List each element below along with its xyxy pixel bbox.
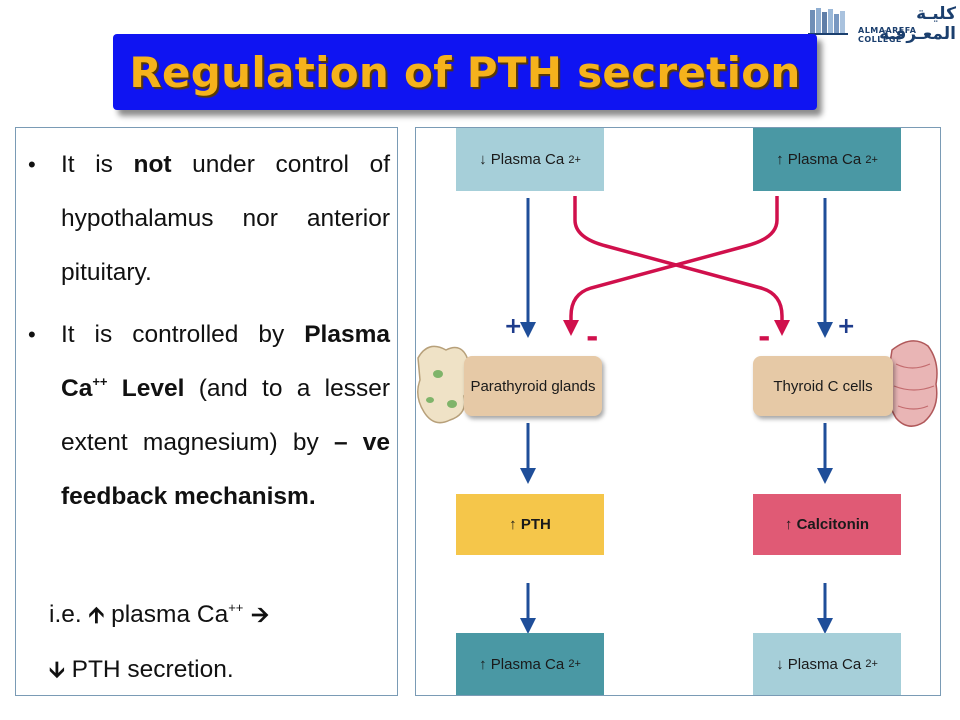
logo-english-text: ALMAAREFA COLLEGE xyxy=(858,26,917,44)
left-stimulus-plus: + xyxy=(504,314,523,339)
bullet-text: It is not under control of hypothalamus … xyxy=(61,151,390,286)
parathyroid-glands-box: Parathyroid glands xyxy=(464,356,602,416)
right-flow-arrows xyxy=(817,198,833,634)
right-inhibition-minus: - xyxy=(758,320,771,355)
bullet-text: It is controlled by Plasma Ca++ Level (a… xyxy=(61,321,390,510)
down-arrow-icon: 🡫 xyxy=(49,658,65,683)
left-low-calcium-box: ↓ Plasma Ca 2+ xyxy=(456,128,604,191)
ie-summary: i.e. 🡩 plasma Ca++ 🡪 🡫 PTH secretion. xyxy=(49,600,269,683)
logo-arabic-text: كليـة المعـرفـة xyxy=(879,4,956,44)
thyroid-c-cells-box: Thyroid C cells xyxy=(753,356,893,416)
page-title: Regulation of PTH secretion xyxy=(129,47,801,97)
feedback-diagram xyxy=(417,196,938,634)
right-low-calcium-box: ↓ Plasma Ca 2+ xyxy=(753,633,901,695)
left-inhibition-minus: - xyxy=(586,320,599,355)
diagram-panel: ↓ Plasma Ca 2+ + - Parathyroid glands ↑ … xyxy=(415,127,941,696)
college-logo: كليـة المعـرفـة ALMAAREFA COLLEGE xyxy=(808,4,956,44)
right-stimulus-plus: + xyxy=(837,314,856,339)
right-high-calcium-box: ↑ Plasma Ca 2+ xyxy=(753,128,901,191)
up-arrow-icon: 🡩 xyxy=(88,603,105,628)
college-logo-icon xyxy=(808,8,848,35)
left-flow-arrows xyxy=(520,198,536,634)
right-calcitonin-box: ↑ Calcitonin xyxy=(753,494,901,555)
right-arrow-icon: 🡪 xyxy=(243,603,269,628)
thyroid-gland-icon xyxy=(886,340,938,427)
bullet-dot: • xyxy=(28,322,36,347)
title-banner: Regulation of PTH secretion xyxy=(113,34,817,110)
left-high-calcium-box: ↑ Plasma Ca 2+ xyxy=(456,633,604,695)
left-pth-box: ↑ PTH xyxy=(456,494,604,555)
negative-feedback-arrows xyxy=(563,196,790,336)
text-panel: • It is not under control of hypothalamu… xyxy=(15,127,398,696)
bullet-dot: • xyxy=(28,152,36,177)
